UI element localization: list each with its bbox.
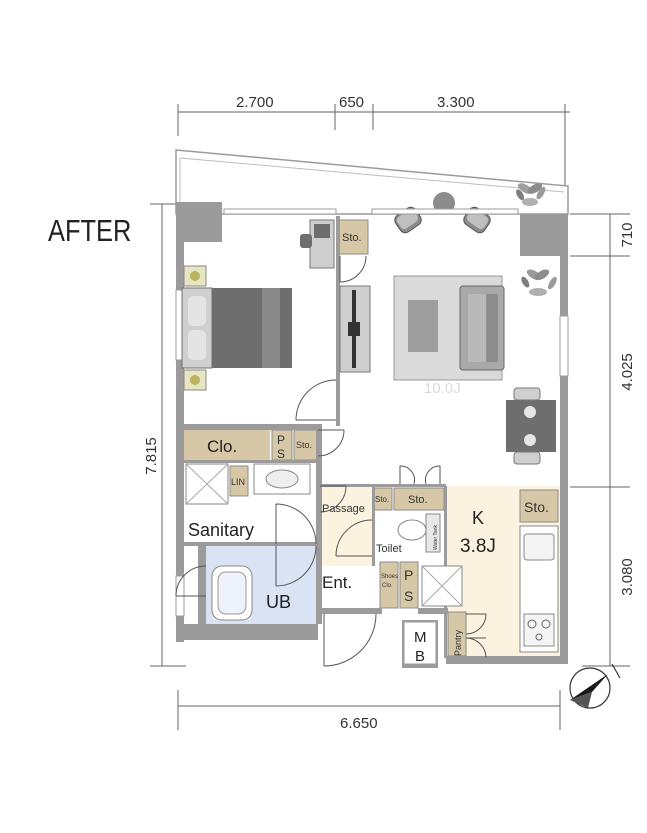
passage-label: Passage (322, 503, 365, 515)
desk-icon (300, 219, 335, 269)
toilet-icon (376, 512, 442, 556)
kitchen-size: 3.8J (460, 536, 496, 557)
after-heading: AFTER (48, 213, 132, 248)
storage-bedroom (337, 219, 369, 255)
dim-right-3: 3.080 (619, 558, 636, 596)
stove-icon (523, 613, 555, 647)
washbasin-icon (253, 463, 311, 495)
sanitary-label: Sanitary (188, 520, 254, 540)
unit-bath-label: UB (266, 592, 291, 612)
pantry-label: Pantry (453, 629, 463, 656)
ldk-area-label: 10.0J (424, 380, 461, 397)
sofa-icon (459, 285, 505, 371)
washing-machine-icon (185, 463, 229, 505)
linen-label: LIN (231, 477, 245, 487)
dimension-lines (150, 104, 630, 730)
toilet-tank-label: Water Tank (433, 524, 439, 550)
ps-bottom-label: S (277, 447, 285, 461)
toilet-label: Toilet (376, 543, 402, 555)
floor-closet (184, 430, 270, 460)
storage-closet-label: Sto. (296, 440, 312, 450)
plant-icon (521, 269, 557, 296)
dim-top-3: 3.300 (437, 94, 475, 111)
sink-icon (523, 533, 555, 561)
shoe-closet (379, 561, 399, 609)
floor-passage (320, 486, 372, 566)
plant-icon (516, 183, 546, 206)
ps2-top-label: P (404, 567, 413, 583)
dim-right-2: 4.025 (619, 353, 636, 391)
compass-north-icon (569, 663, 621, 709)
storage-kitchen (519, 489, 559, 523)
linen-storage (229, 465, 249, 497)
mb-top-label: M (414, 629, 427, 646)
dim-right-1: 710 (619, 222, 636, 247)
ps-top-label: P (277, 433, 285, 447)
dining-table-icon (506, 387, 556, 465)
balcony (175, 149, 569, 215)
dim-top-1: 2.700 (236, 94, 274, 111)
mb-bottom-label: B (415, 648, 425, 665)
storage-passage-small-label: Sto. (375, 495, 389, 504)
shoe-closet-bottom: Clo. (382, 583, 393, 589)
shoe-closet-top: Shoes (381, 574, 398, 580)
dim-top-2: 650 (339, 94, 364, 111)
entrance-label: Ent. (322, 573, 352, 592)
bathtub-icon (211, 565, 253, 621)
storage-bedroom-label: Sto. (342, 232, 362, 244)
dim-bottom: 6.650 (340, 715, 378, 732)
floor-entrance (320, 566, 378, 610)
walls (176, 202, 568, 668)
bedside-lamp-icon (183, 265, 207, 391)
meter-box (403, 621, 437, 665)
fridge-icon (421, 565, 463, 607)
bed-icon (181, 287, 292, 369)
storage-kitchen-label: Sto. (524, 499, 549, 515)
closet-label: Clo. (207, 437, 237, 456)
dim-left: 7.815 (143, 437, 160, 475)
kitchen-letter: K (472, 508, 484, 528)
storage-passage-label: Sto. (408, 494, 428, 506)
ps2-box (399, 561, 419, 609)
door-swings (175, 255, 487, 667)
tv-stand-icon (339, 285, 371, 373)
ps2-bottom-label: S (404, 588, 413, 604)
